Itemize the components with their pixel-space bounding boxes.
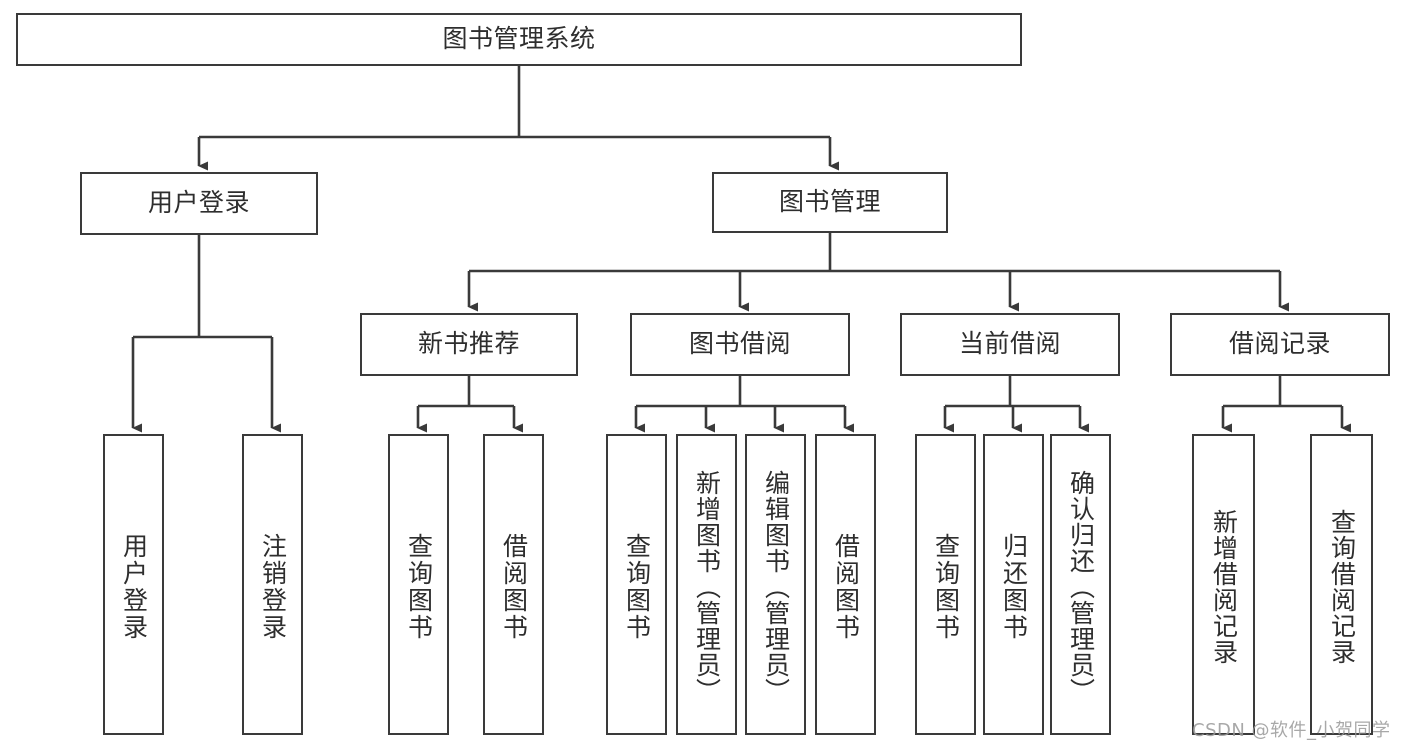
node-book-borrow-label: 图书借阅 — [688, 329, 791, 359]
leaf-confirm-return-label: 确认归还（管理员） — [1066, 469, 1096, 704]
leaf-borrow-book-2-label: 借阅图书 — [831, 532, 861, 641]
node-root[interactable]: 图书管理系统 — [16, 13, 1022, 66]
leaf-logout-login-label: 注销登录 — [258, 532, 288, 641]
leaf-add-record-label: 新增借阅记录 — [1209, 508, 1239, 665]
leaf-query-record[interactable]: 查询借阅记录 — [1310, 434, 1373, 735]
csdn-watermark: CSDN @软件_小贺同学 — [1192, 720, 1391, 741]
leaf-query-book-2[interactable]: 查询图书 — [606, 434, 667, 735]
leaf-add-book[interactable]: 新增图书（管理员） — [676, 434, 737, 735]
leaf-user-login-label: 用户登录 — [119, 532, 149, 641]
node-book-management-label: 图书管理 — [778, 187, 881, 217]
leaf-return-book[interactable]: 归还图书 — [983, 434, 1044, 735]
node-root-label: 图书管理系统 — [442, 24, 596, 54]
leaf-query-record-label: 查询借阅记录 — [1327, 508, 1357, 665]
node-new-book-recommend-label: 新书推荐 — [417, 329, 520, 359]
leaf-borrow-book-1[interactable]: 借阅图书 — [483, 434, 544, 735]
leaf-query-book-1-label: 查询图书 — [404, 532, 434, 641]
node-book-management[interactable]: 图书管理 — [712, 172, 948, 233]
leaf-return-book-label: 归还图书 — [999, 532, 1029, 641]
leaf-confirm-return[interactable]: 确认归还（管理员） — [1050, 434, 1111, 735]
node-current-borrow[interactable]: 当前借阅 — [900, 313, 1120, 376]
node-user-login[interactable]: 用户登录 — [80, 172, 318, 235]
leaf-add-book-label: 新增图书（管理员） — [692, 469, 722, 704]
leaf-query-book-1[interactable]: 查询图书 — [388, 434, 449, 735]
leaf-edit-book-label: 编辑图书（管理员） — [761, 469, 791, 704]
leaf-add-record[interactable]: 新增借阅记录 — [1192, 434, 1255, 735]
leaf-borrow-book-2[interactable]: 借阅图书 — [815, 434, 876, 735]
leaf-query-book-3[interactable]: 查询图书 — [915, 434, 976, 735]
leaf-user-login[interactable]: 用户登录 — [103, 434, 164, 735]
leaf-query-book-3-label: 查询图书 — [931, 532, 961, 641]
node-borrow-record-label: 借阅记录 — [1228, 329, 1331, 359]
leaf-edit-book[interactable]: 编辑图书（管理员） — [745, 434, 806, 735]
node-current-borrow-label: 当前借阅 — [958, 329, 1061, 359]
leaf-logout-login[interactable]: 注销登录 — [242, 434, 303, 735]
node-book-borrow[interactable]: 图书借阅 — [630, 313, 850, 376]
leaf-query-book-2-label: 查询图书 — [622, 532, 652, 641]
node-borrow-record[interactable]: 借阅记录 — [1170, 313, 1390, 376]
node-new-book-recommend[interactable]: 新书推荐 — [360, 313, 578, 376]
node-user-login-label: 用户登录 — [147, 188, 250, 218]
leaf-borrow-book-1-label: 借阅图书 — [499, 532, 529, 641]
